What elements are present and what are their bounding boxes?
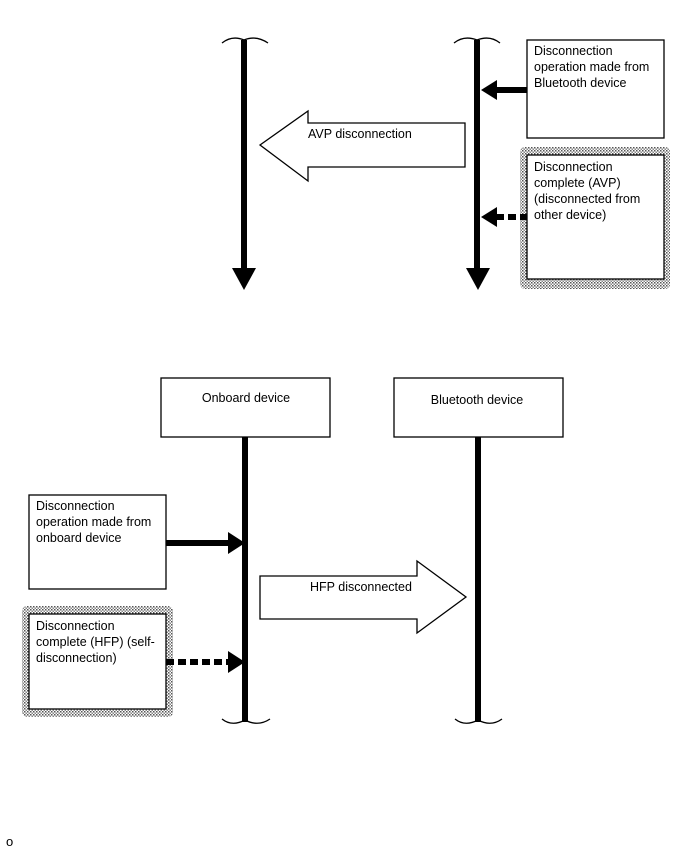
hfp-disconnected-label: HFP disconnected — [310, 580, 412, 594]
top-operation-arrow — [481, 80, 527, 100]
bottom-complete-box: Disconnection complete (HFP) (self- disc… — [22, 606, 173, 717]
bottom-complete-arrow — [166, 651, 245, 673]
avp-disconnection-arrow: AVP disconnection — [258, 109, 466, 183]
bottom-operation-arrow — [166, 532, 245, 554]
bottom-operation-box: Disconnection operation made from onboar… — [28, 494, 167, 590]
onboard-device-label: Onboard device — [202, 391, 290, 405]
bluetooth-device-label: Bluetooth device — [431, 393, 523, 407]
bottom-complete-text: Disconnection complete (HFP) (self- disc… — [36, 619, 158, 665]
hfp-disconnected-arrow: HFP disconnected — [259, 559, 468, 635]
top-right-lifeline — [453, 37, 501, 290]
bottom-left-lifeline — [221, 437, 271, 724]
footer-mark: o — [6, 834, 14, 849]
avp-disconnection-label: AVP disconnection — [308, 127, 412, 141]
top-complete-box: Disconnection complete (AVP) (disconnect… — [520, 147, 670, 289]
bluetooth-device-box: Bluetooth device — [393, 377, 564, 438]
bottom-operation-text: Disconnection operation made from onboar… — [36, 499, 155, 545]
top-left-lifeline — [221, 37, 269, 290]
top-complete-text: Disconnection complete (AVP) (disconnect… — [534, 160, 644, 222]
top-complete-arrow — [481, 207, 527, 227]
top-operation-box: Disconnection operation made from Blueto… — [526, 39, 665, 139]
onboard-device-box: Onboard device — [160, 377, 331, 438]
top-operation-text: Disconnection operation made from Blueto… — [534, 44, 653, 90]
bottom-right-lifeline — [454, 437, 503, 724]
